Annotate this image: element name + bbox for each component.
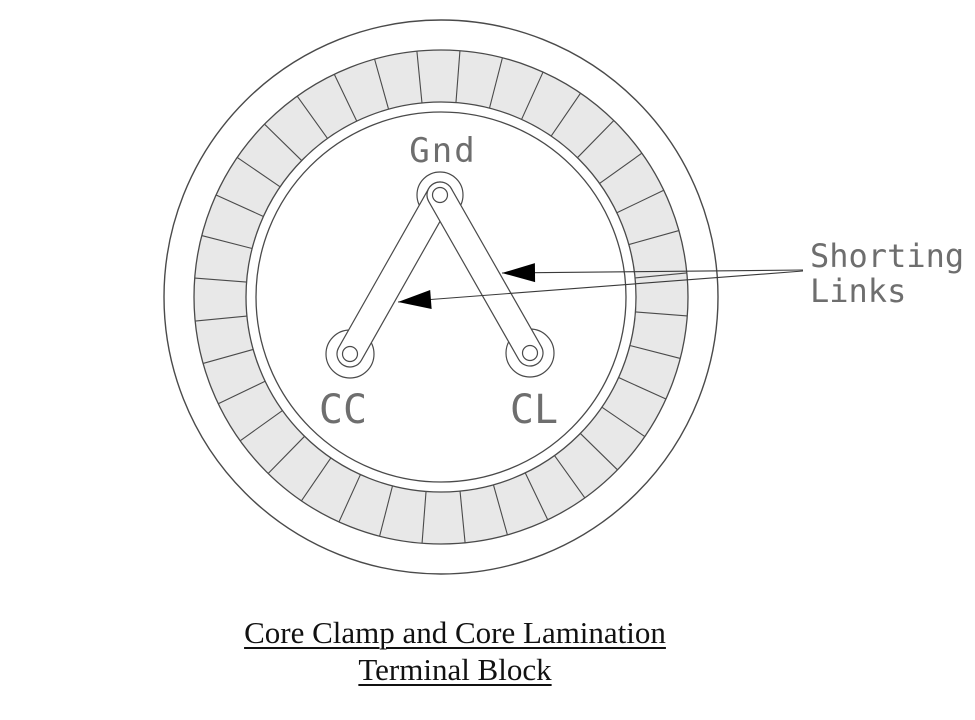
gnd-label: Gnd (409, 131, 476, 171)
ring-segment-divider (628, 230, 680, 246)
ring-segment-divider (300, 457, 332, 502)
ring-segment-divider (264, 123, 303, 161)
ring-segment-divider (333, 74, 358, 122)
shorting-links (336, 181, 544, 368)
arrowhead-icon (398, 290, 432, 309)
cc-label: CC (319, 387, 367, 433)
ring-segment-divider (416, 51, 423, 103)
ring-segment-divider (635, 272, 687, 279)
ring-segment-divider (554, 455, 586, 499)
outer-circle (163, 19, 719, 575)
ring-segment-divider (524, 472, 549, 520)
shorting-link-gnd-cl (426, 181, 544, 367)
ring-segment-divider (618, 377, 667, 400)
shorting-links-label-line1: Shorting (810, 237, 964, 275)
ring-segment-divider (579, 433, 618, 471)
ring-segment-divider (236, 156, 281, 188)
ring-segments (194, 50, 688, 544)
leader-line (501, 269, 804, 274)
ring-segment-divider (577, 120, 615, 159)
ring-segment-divider (455, 50, 461, 103)
ring-segment-divider (421, 491, 427, 544)
cl-label: CL (510, 387, 558, 433)
cl-terminal-hole (521, 344, 539, 362)
ring-segment-divider (488, 57, 503, 109)
ring-segment-divider (599, 152, 643, 184)
ring-segment-divider (459, 491, 466, 543)
ring-segment-divider (218, 380, 266, 405)
cc-terminal-hole (341, 345, 359, 363)
ring-segment-divider (379, 485, 394, 537)
arrowhead-icon (502, 263, 536, 283)
ring-segment-divider (194, 277, 247, 283)
ring-segment-divider (521, 71, 544, 120)
caption-line-1: Core Clamp and Core Lamination (244, 615, 666, 650)
figure-caption: Core Clamp and Core Lamination Terminal … (0, 614, 910, 688)
caption-line-2: Terminal Block (358, 652, 552, 687)
ring-segment-divider (616, 189, 664, 214)
inner-circle (255, 111, 627, 483)
ring-segment-divider (374, 58, 390, 110)
ring-segment-divider (629, 344, 681, 359)
ring-segment-divider (202, 348, 254, 364)
ring-segment-divider (492, 484, 508, 536)
ring-segment-divider (296, 95, 328, 139)
leader-line (397, 270, 804, 303)
ring-segment-divider (601, 406, 646, 438)
ring-segment-divider (550, 92, 582, 137)
ring-segment-divider (239, 410, 283, 442)
ring-segment-divider (635, 311, 688, 317)
ring-segment-divider (267, 435, 305, 474)
leader-arrows (397, 263, 804, 309)
ring-segment-divider (195, 315, 247, 322)
ring-segment-divider (201, 235, 253, 250)
ring-segment-divider (215, 194, 264, 217)
shorting-links-label-line2: Links (810, 272, 906, 310)
gnd-terminal-hole (431, 186, 449, 204)
ring-segment-divider (338, 474, 361, 523)
